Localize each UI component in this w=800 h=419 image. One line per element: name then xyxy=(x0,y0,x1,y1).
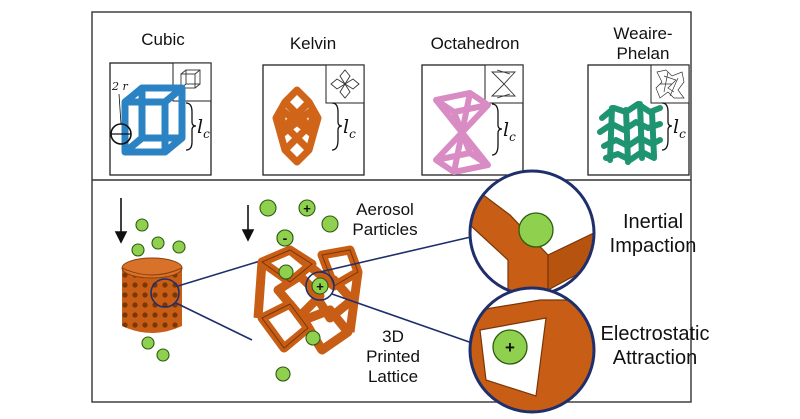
zoom-positive-charge: + xyxy=(505,338,515,357)
cubic-lc-label: lc xyxy=(197,116,210,141)
cubic-title: Cubic xyxy=(141,30,185,49)
weaire-phelan-wireframe-icon xyxy=(655,69,685,99)
cubic-lattice-cell xyxy=(121,84,186,156)
kelvin-panel xyxy=(262,64,365,176)
kelvin-lattice-cell xyxy=(272,86,322,166)
weaire-phelan-panel xyxy=(587,64,690,176)
cubic-panel xyxy=(109,62,212,176)
cylinder-filter xyxy=(121,257,183,333)
strut-diameter-label: 2 r xyxy=(112,80,128,93)
outer-frame xyxy=(91,11,692,403)
inertial-impaction-label: Inertial Impaction xyxy=(609,211,697,257)
down-arrow-left-icon xyxy=(114,198,128,244)
electrostatic-zoom-circle: + xyxy=(468,286,596,414)
particles-left xyxy=(131,218,186,362)
weaire-phelan-title: Weaire- Phelan xyxy=(613,24,673,63)
octahedron-panel xyxy=(421,64,524,176)
octahedron-lc-label: lc xyxy=(503,119,516,144)
zoom-source-circle xyxy=(150,278,180,308)
negative-charge-label: - xyxy=(283,230,288,246)
kelvin-lc-label: lc xyxy=(343,116,356,141)
octahedron-title: Octahedron xyxy=(430,34,520,53)
weaire-phelan-dimension-bracket xyxy=(661,102,673,151)
electrostatic-attraction-label: Electrostatic Attraction xyxy=(600,323,710,369)
octahedron-wireframe-icon xyxy=(490,69,517,99)
zoom-line-upper xyxy=(177,257,271,287)
kelvin-title: Kelvin xyxy=(289,34,337,53)
charged-particles: + - + xyxy=(276,199,335,301)
weaire-phelan-lc-label: lc xyxy=(673,116,686,141)
octahedron-dimension-bracket xyxy=(491,103,503,156)
cubic-wireframe-icon xyxy=(180,69,201,89)
zoom-line-electrostatic xyxy=(331,293,476,345)
kelvin-wireframe-icon xyxy=(330,69,360,99)
positive-charge-label-2: + xyxy=(316,279,324,294)
zoom-line-lower xyxy=(175,302,253,341)
positive-charge-label: + xyxy=(303,201,311,216)
aerosol-particles-label: Aerosol Particles xyxy=(352,200,418,239)
zoom-line-inertial xyxy=(319,235,476,273)
octahedron-lattice-cell xyxy=(433,90,491,175)
weaire-phelan-lattice-cell xyxy=(597,101,663,165)
printed-lattice-label: 3D Printed Lattice xyxy=(366,327,420,386)
inertial-zoom-circle xyxy=(468,169,596,297)
down-arrow-middle-icon xyxy=(241,205,255,242)
kelvin-dimension-bracket xyxy=(331,102,343,151)
cubic-dimension-bracket xyxy=(185,102,197,151)
